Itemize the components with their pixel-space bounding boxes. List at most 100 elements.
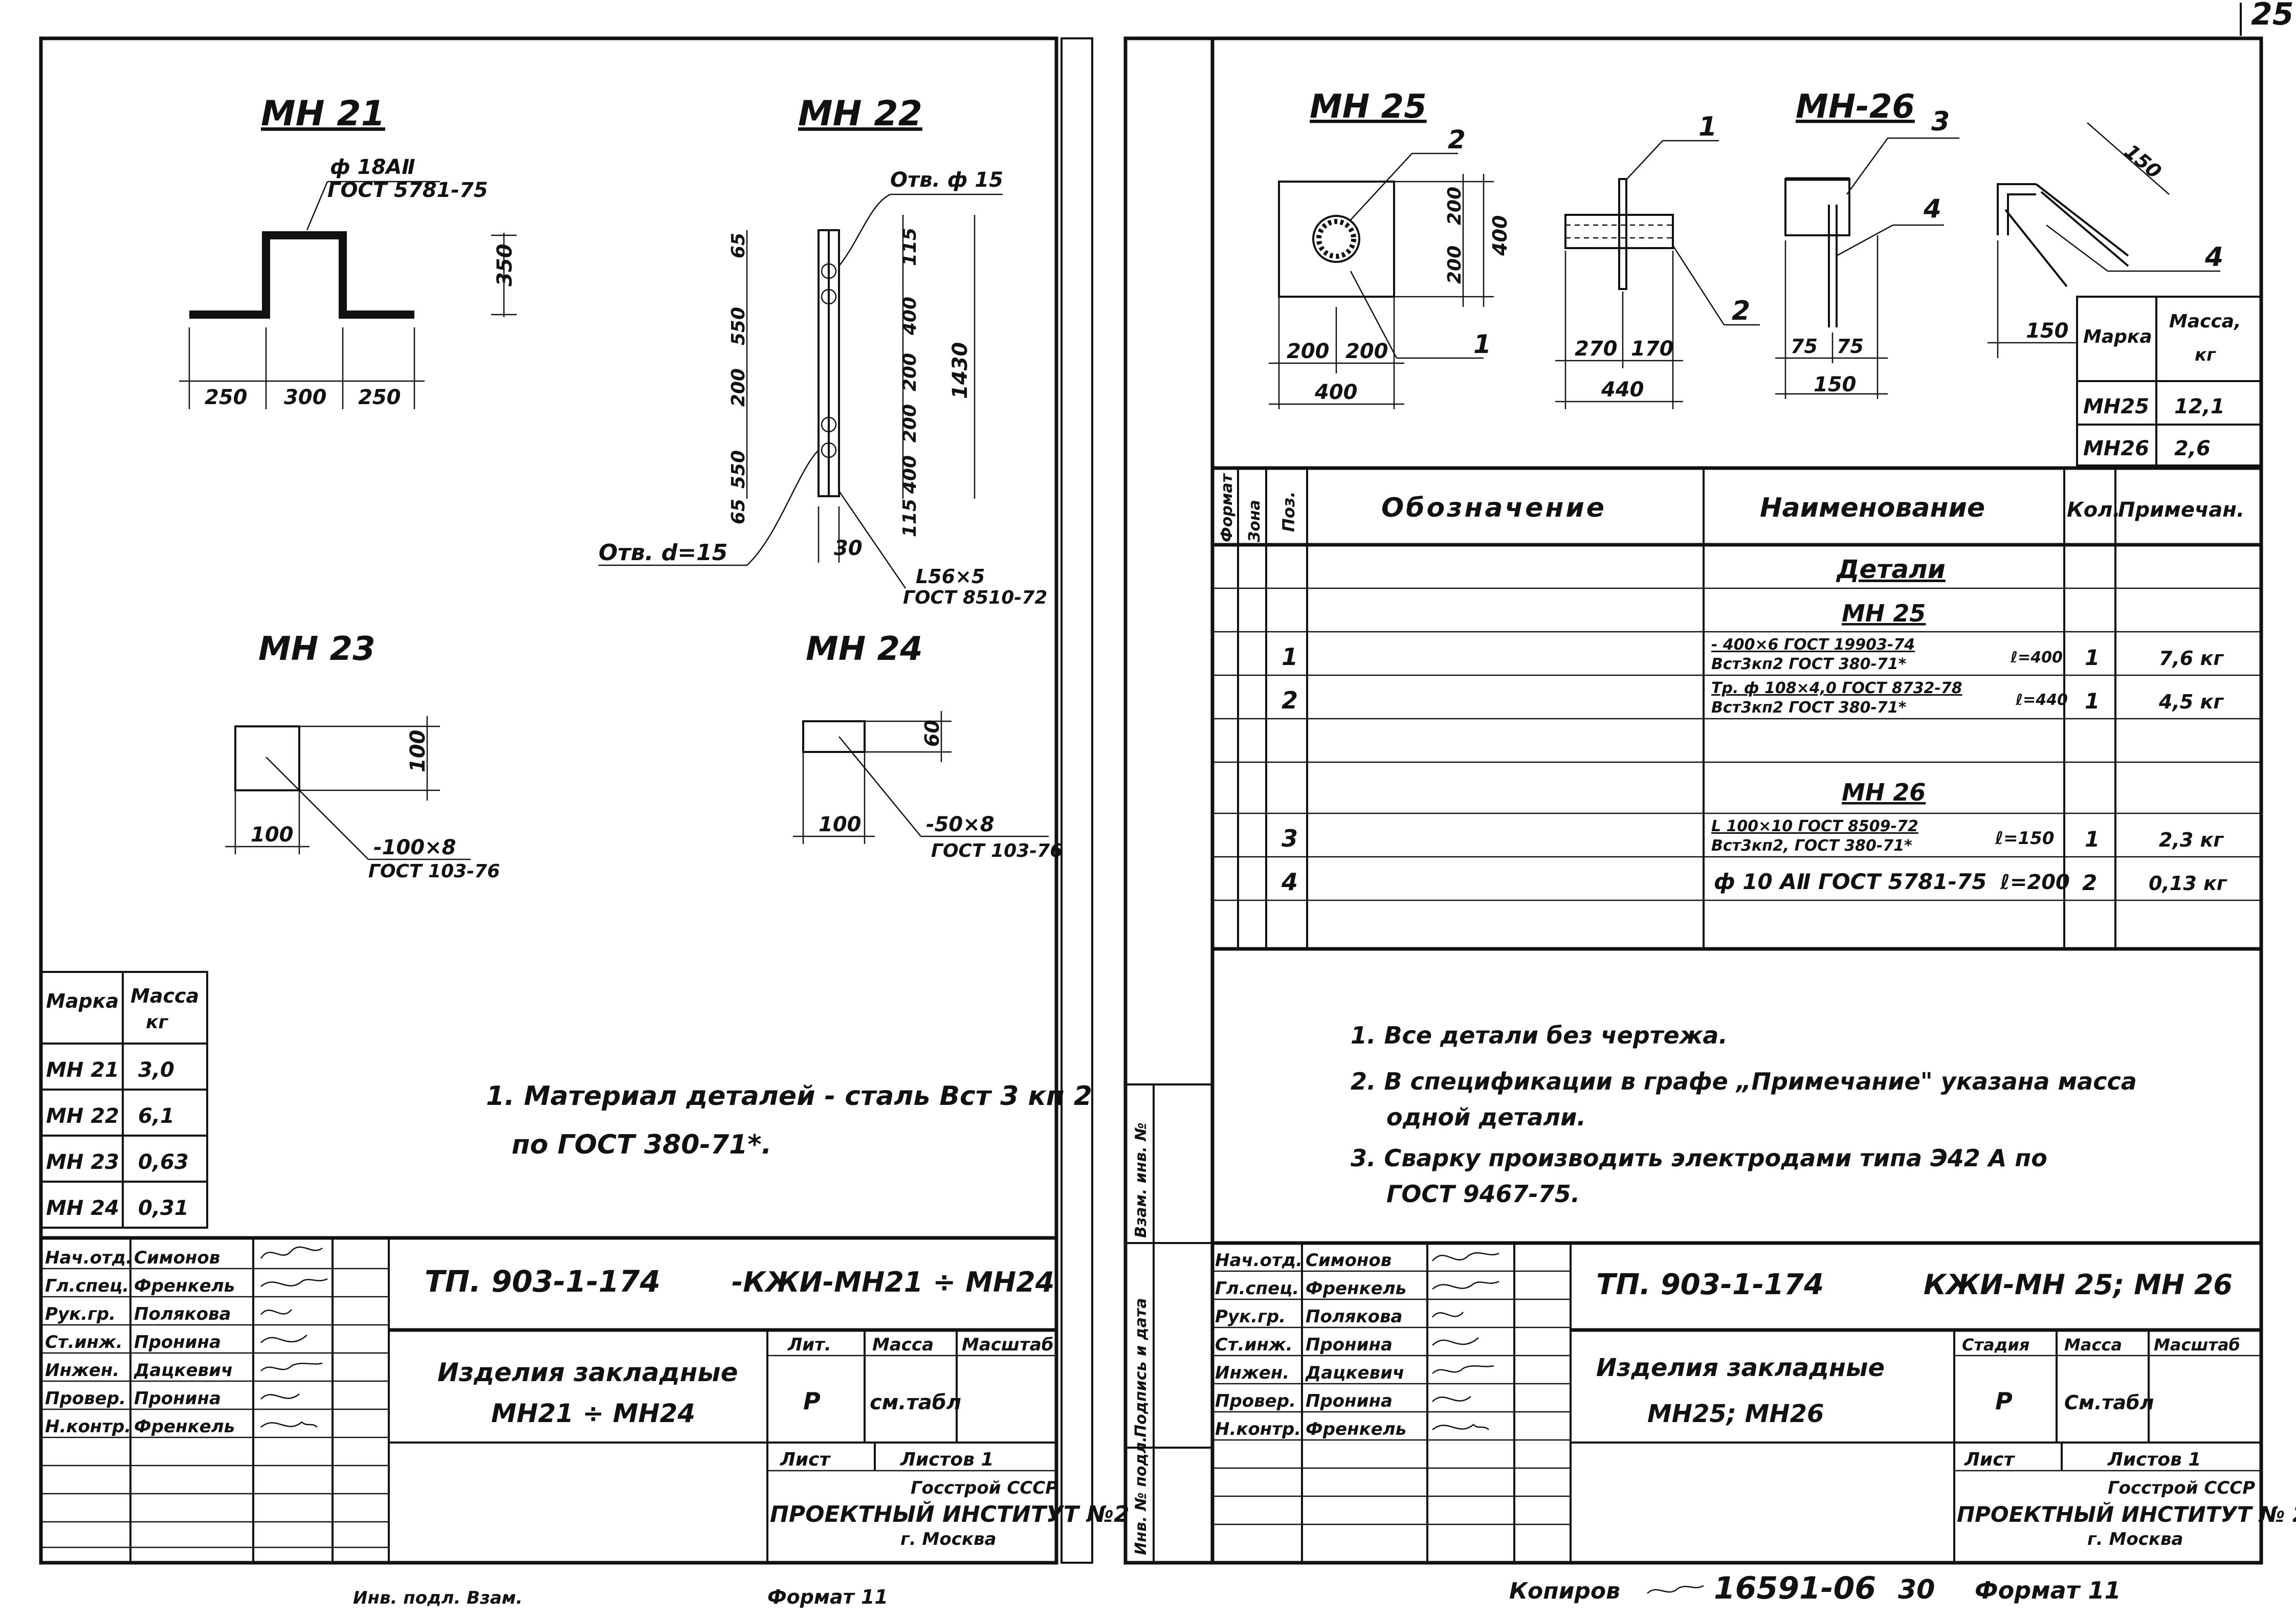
sheet-number: 25	[2251, 0, 2294, 32]
mn26-d150: 150	[1814, 373, 1857, 396]
right-mass-val-0: 12,1	[2174, 395, 2225, 418]
left-role-2: Рук.гр.	[45, 1304, 116, 1324]
right-title-block: Нач.отд. Гл.спец. Рук.гр. Ст.инж. Инжен.…	[1212, 1241, 2296, 1563]
mn25-title: МН 25	[1310, 88, 1427, 126]
right-org-1: Госстрой СССР	[2108, 1478, 2255, 1498]
mn22-angle-std: ГОСТ 8510-72	[903, 587, 1047, 608]
left-name-0: Симонов	[134, 1248, 220, 1268]
left-mass-val-2: 0,63	[138, 1150, 189, 1174]
spec-h-note: Примечан.	[2118, 498, 2244, 522]
drawing-mn23: МН 23 100 100 -100×8 ГОСТ 103-76	[225, 630, 500, 882]
right-mass-head-mark: Марка	[2083, 326, 2152, 347]
right-role-2: Рук.гр.	[1215, 1306, 1286, 1327]
left-mass-mark-3: МН 24	[46, 1196, 119, 1220]
left-org-2: ПРОЕКТНЫЙ ИНСТИТУТ №2	[770, 1500, 1130, 1527]
right-role-6: Н.контр.	[1215, 1419, 1301, 1439]
right-name-0: Симонов	[1306, 1250, 1392, 1271]
right-h-lit: Стадия	[1962, 1335, 2029, 1355]
left-name-5: Пронина	[134, 1388, 221, 1409]
mn25-d400: 400	[1314, 381, 1358, 404]
mn21-dim-1: 250	[205, 386, 248, 409]
mn25-side-label-2: 2	[1732, 296, 1750, 326]
mn23-plate-label: -100×8	[373, 836, 456, 859]
mn21-dim-2: 300	[284, 386, 327, 409]
mn22-b-5: 115	[899, 499, 920, 537]
spec-pos-2: 3	[1282, 825, 1298, 852]
drawing-mn21: МН 21 ф 18АⅡ ГОСТ 5781-75 350 250 300 25…	[179, 94, 517, 409]
mn22-b-0: 115	[899, 228, 920, 266]
right-name-2: Полякова	[1306, 1306, 1402, 1327]
left-mass-mark-0: МН 21	[46, 1058, 119, 1082]
spec-note-1: 4,5 кг	[2158, 691, 2224, 713]
left-signature	[260, 1246, 323, 1259]
binding-spine	[1061, 37, 1093, 1564]
left-sheets: Листов 1	[900, 1449, 994, 1470]
side-replace: Взам. инв. №	[1132, 1122, 1150, 1238]
right-org-2: ПРОЕКТНЫЙ ИНСТИТУТ № 2	[1957, 1501, 2296, 1527]
right-mass-val-1: 2,6	[2174, 437, 2211, 460]
left-role-4: Инжен.	[45, 1360, 119, 1381]
mn25-d200b: 200	[1345, 340, 1388, 363]
mn22-a-2: 200	[728, 368, 749, 407]
left-org-3: г. Москва	[900, 1529, 996, 1549]
left-code-b: -КЖИ-МН21 ÷ МН24	[732, 1266, 1054, 1298]
spec-section: Детали	[1836, 555, 1946, 584]
right-name-5: Пронина	[1306, 1391, 1393, 1411]
left-mass-ref: см.табл	[870, 1391, 961, 1414]
left-lit: Р	[803, 1387, 821, 1415]
mn22-b-4: 400	[899, 455, 920, 494]
right-name-line-2: МН25; МН26	[1647, 1400, 1824, 1428]
spec-h-qty: Кол.	[2067, 498, 2121, 522]
mn24-plate	[802, 720, 866, 753]
spec-h-pos: Поз.	[1279, 491, 1298, 532]
right-note-4: ГОСТ 9467-75.	[1386, 1180, 1580, 1208]
mn26-rod-side-1	[2004, 209, 2068, 287]
right-code-a: ТП. 903-1-174	[1596, 1268, 1824, 1301]
mn26-d75a: 75	[1791, 335, 1818, 358]
mn26-label-3: 3	[1931, 106, 1950, 137]
left-name-line-2: МН21 ÷ МН24	[491, 1399, 695, 1428]
mn23-h: 100	[406, 730, 430, 773]
right-side-columns: Инв. № подл. Подпись и дата Взам. инв. №	[1125, 1083, 1212, 1563]
spec-name-1b: Вст3кп2 ГОСТ 380-71*	[1711, 699, 1907, 717]
right-name-4: Дацкевич	[1305, 1363, 1404, 1383]
spec-qty-2: 1	[2085, 827, 2100, 852]
right-sheets: Листов 1	[2107, 1449, 2201, 1470]
side-sign: Подпись и дата	[1132, 1298, 1150, 1437]
left-name-6: Френкель	[134, 1416, 235, 1437]
right-name-1: Френкель	[1306, 1278, 1406, 1299]
spec-h-designation: Обозначение	[1381, 493, 1606, 523]
right-role-4: Инжен.	[1215, 1363, 1289, 1383]
right-bottom-copy: Копиров	[1509, 1578, 1620, 1604]
mn25-d440: 440	[1601, 378, 1644, 402]
spec-name-2b: Вст3кп2, ГОСТ 380-71*	[1711, 837, 1912, 855]
mn23-w: 100	[251, 823, 294, 847]
mn26-title: МН-26	[1796, 88, 1915, 126]
spec-qty-0: 1	[2085, 645, 2100, 670]
spec-name-0b: Вст3кп2 ГОСТ 380-71*	[1711, 655, 1907, 673]
mn23-plate	[234, 725, 300, 791]
right-role-3: Ст.инж.	[1215, 1335, 1293, 1355]
mn25-d270: 270	[1575, 337, 1618, 361]
right-signature	[1432, 1252, 1499, 1261]
mn22-b-2: 200	[899, 353, 920, 391]
spec-name-0a: - 400×6 ГОСТ 19903-74	[1711, 636, 1915, 654]
right-role-1: Гл.спец.	[1215, 1278, 1299, 1299]
right-note-0: 1. Все детали без чертежа.	[1351, 1022, 1728, 1049]
mn21-rod: ф 18АⅡ	[330, 156, 415, 179]
right-code-b: КЖИ-МН 25; МН 26	[1924, 1269, 2233, 1301]
left-mass-head-unit: кг	[146, 1012, 168, 1033]
mn26-label-4b: 4	[2204, 242, 2223, 273]
spec-pos-0: 1	[1282, 643, 1298, 671]
right-org-3: г. Москва	[2087, 1529, 2183, 1549]
mn24-plate-std: ГОСТ 103-76	[931, 840, 1063, 861]
mn25-pipe-hole	[1312, 215, 1360, 263]
left-title-block: Нач.отд. Гл.спец. Рук.гр. Ст.инж. Инжен.…	[41, 1236, 1130, 1563]
spec-sub-2: МН 26	[1842, 779, 1926, 806]
mn25-d200a: 200	[1287, 340, 1330, 363]
right-mass-head-unit: кг	[2195, 345, 2216, 365]
mn25-plate	[1278, 181, 1395, 298]
left-mass-head-mark: Марка	[46, 990, 119, 1012]
left-name-3: Пронина	[134, 1332, 221, 1352]
spec-pos-1: 2	[1282, 686, 1298, 714]
